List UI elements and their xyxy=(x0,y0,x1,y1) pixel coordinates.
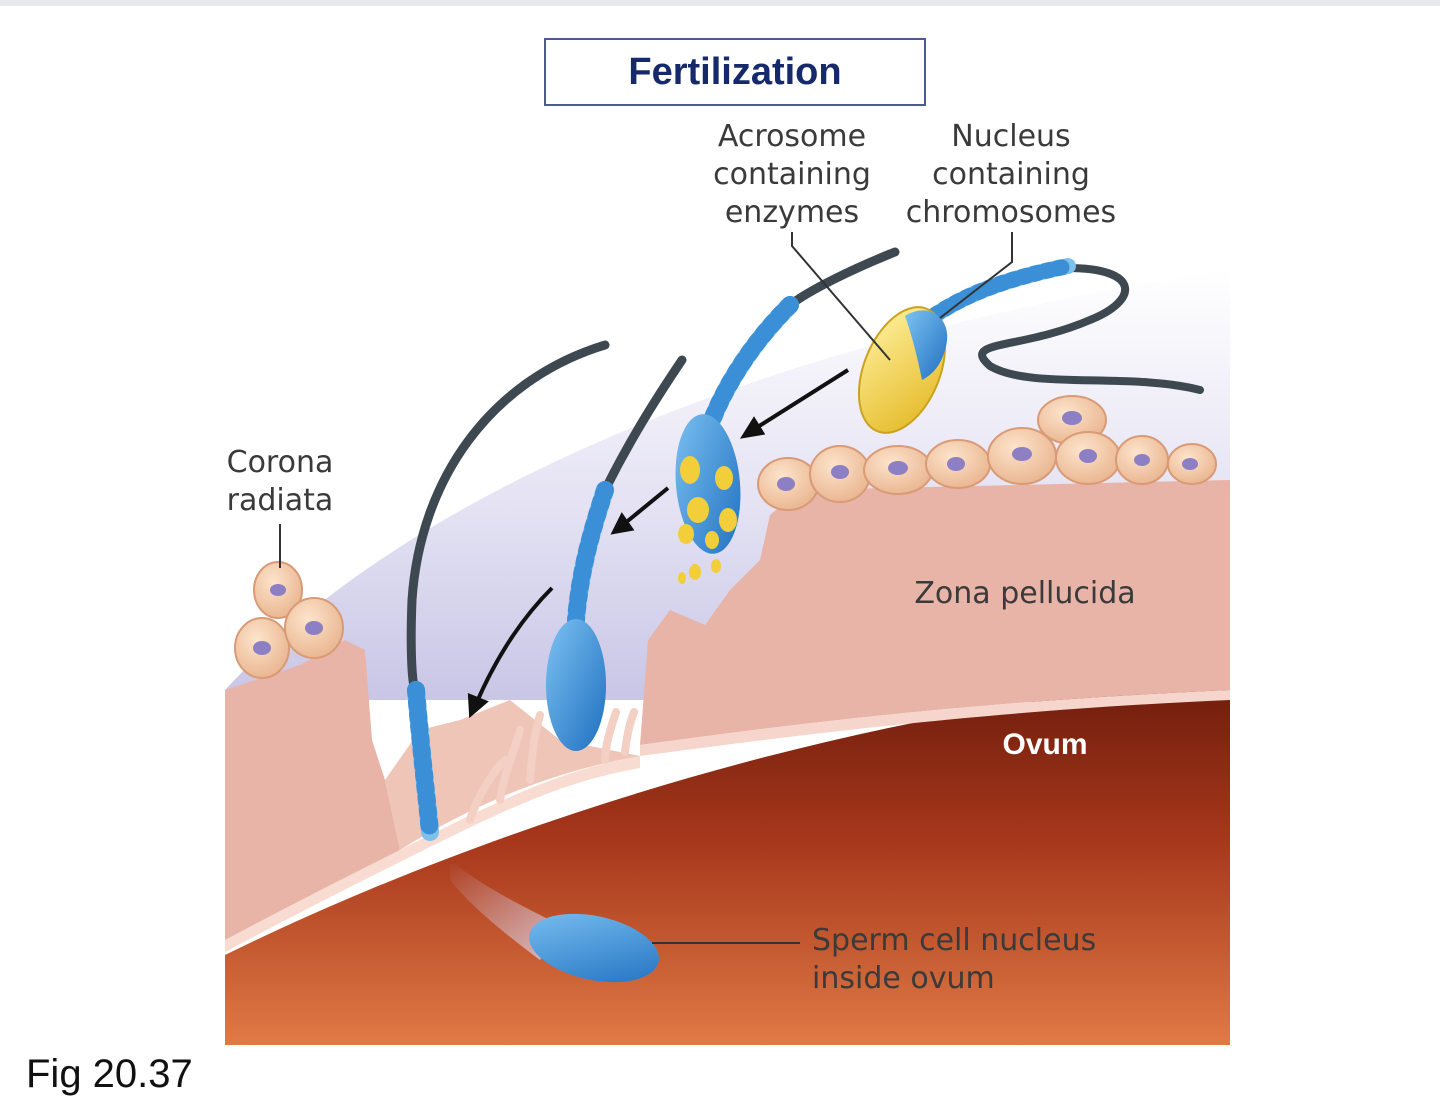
label-nucleus-line2: containing xyxy=(932,157,1090,192)
label-corona-line1: Corona xyxy=(226,445,334,480)
label-zona-text: Zona pellucida xyxy=(914,576,1136,611)
label-acrosome-line2: containing xyxy=(713,157,871,192)
label-nucleus-line1: Nucleus xyxy=(951,119,1071,154)
sperm-penetrating xyxy=(406,340,610,841)
label-sperm-nucleus-line1: Sperm cell nucleus xyxy=(812,923,1097,958)
sperm-approaching xyxy=(857,258,1204,434)
leader-acrosome xyxy=(791,232,891,361)
zona-pellucida-right xyxy=(640,480,1230,745)
label-corona-line2: radiata xyxy=(226,483,334,518)
corona-row-right xyxy=(757,395,1217,511)
ovum-region xyxy=(225,680,1230,1045)
corona-cluster-left xyxy=(234,561,344,679)
label-sperm-nucleus-line2: inside ovum xyxy=(812,961,995,996)
label-zona-pellucida: Zona pellucida xyxy=(900,575,1150,613)
label-ovum-text: Ovum xyxy=(1002,728,1088,761)
label-acrosome: Acrosome containing enzymes xyxy=(700,118,884,232)
diagram-title: Fertilization xyxy=(628,50,842,93)
figure-caption: Fig 20.37 xyxy=(26,1052,193,1096)
sperm-fusing xyxy=(546,355,687,751)
top-divider xyxy=(0,0,1440,6)
zona-pellucida-left xyxy=(225,640,400,940)
label-acrosome-line1: Acrosome xyxy=(717,119,867,154)
sperm-acrosome-reaction xyxy=(675,247,900,584)
label-acrosome-line3: enzymes xyxy=(724,195,860,230)
label-sperm-cell-nucleus: Sperm cell nucleus inside ovum xyxy=(812,922,1112,998)
sperm-nucleus-inside-ovum xyxy=(450,860,659,983)
movement-arrows xyxy=(467,368,850,719)
label-nucleus: Nucleus containing chromosomes xyxy=(896,118,1126,232)
label-corona-radiata: Corona radiata xyxy=(214,444,346,520)
zona-pellucida-middle xyxy=(385,700,640,850)
title-box: Fertilization xyxy=(544,38,926,106)
label-ovum: Ovum xyxy=(980,726,1110,764)
leader-nucleus xyxy=(939,232,1013,319)
label-nucleus-line3: chromosomes xyxy=(905,195,1117,230)
